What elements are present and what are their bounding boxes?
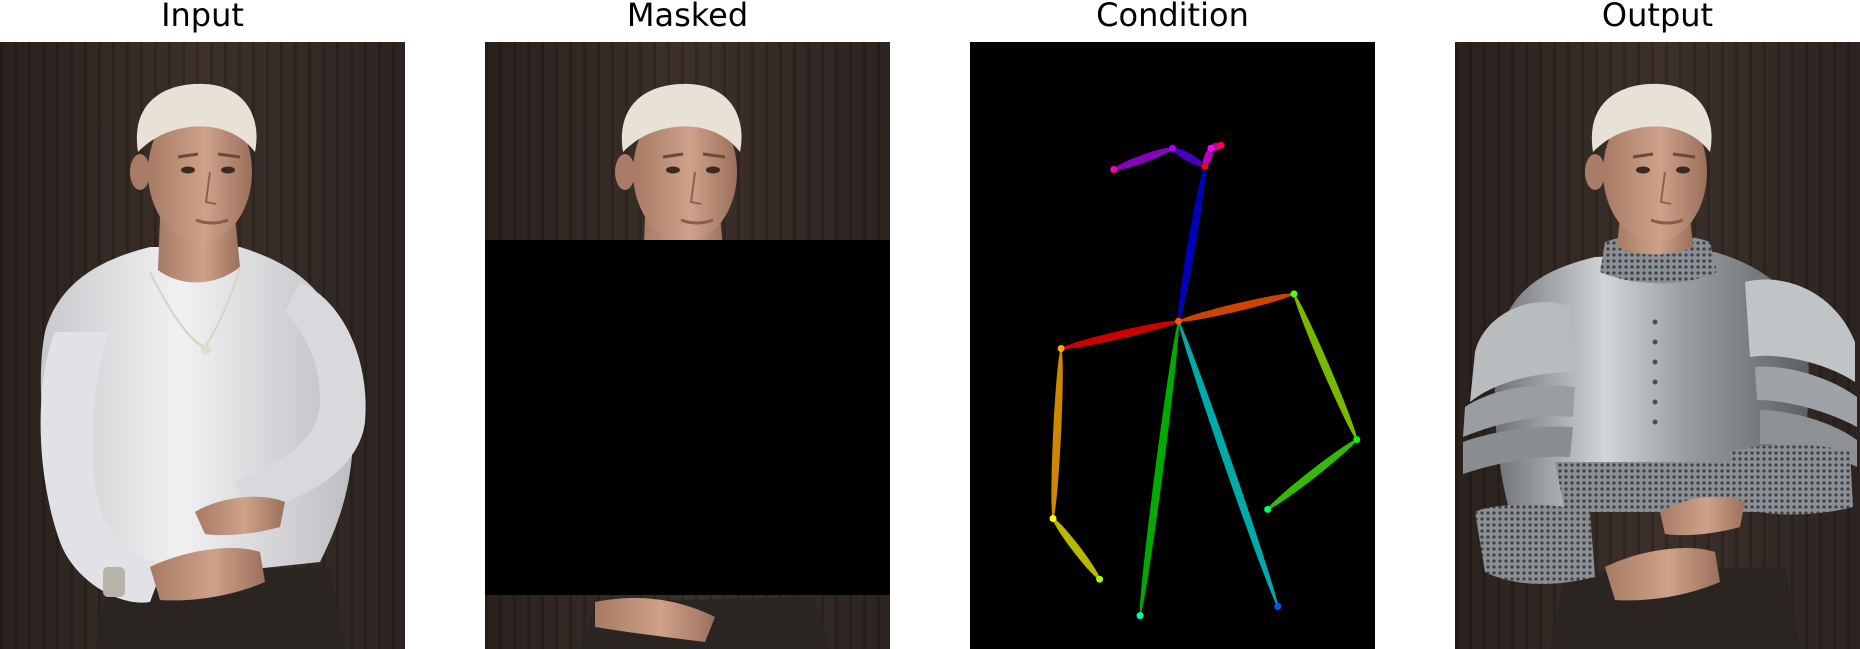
pose-joint-r_shoulder — [1057, 345, 1065, 353]
pose-limb-neck-l_shoulder — [1178, 293, 1295, 322]
pose-joint-l_eye — [1207, 144, 1215, 152]
mask-region — [485, 240, 890, 595]
panel-masked: Masked — [485, 0, 890, 649]
pose-joint-l_hip — [1274, 603, 1282, 611]
pose-limb-neck-r_hip — [1139, 321, 1179, 616]
panel-title-input: Input — [161, 0, 244, 34]
pose-joint-l_ear — [1217, 141, 1225, 149]
pose-limb-nose-l_eye — [1203, 148, 1213, 167]
panel-title-condition: Condition — [1096, 0, 1249, 34]
pose-joint-r_eye — [1169, 144, 1176, 152]
panel-title-masked: Masked — [626, 0, 749, 34]
pose-joint-l_elbow — [1353, 436, 1361, 444]
pose-joint-r_hip — [1136, 612, 1144, 620]
pose-limb-nose-r_eye — [1172, 147, 1206, 168]
pose-joint-r_elbow — [1049, 514, 1057, 522]
pose-joint-l_wrist — [1264, 505, 1272, 513]
panel-output: Output — [1455, 0, 1860, 649]
pose-limb-l_elbow-l_wrist — [1267, 439, 1357, 510]
pose-joint-r_wrist — [1096, 575, 1104, 583]
pose-joint-l_shoulder — [1290, 290, 1298, 298]
pose-joint-neck — [1175, 317, 1183, 325]
pose-limb-neck-nose — [1177, 166, 1206, 322]
pose-limb-r_eye-r_ear — [1113, 147, 1173, 171]
pose-limb-r_shoulder-r_elbow — [1051, 348, 1063, 519]
pose-limb-neck-l_hip — [1178, 321, 1278, 607]
pose-limb-l_shoulder-l_elbow — [1293, 293, 1357, 440]
output-photo — [1455, 42, 1860, 649]
panel-input: Input — [0, 0, 405, 649]
input-photo — [0, 42, 405, 649]
pose-skeleton — [970, 42, 1375, 649]
panel-condition: Condition — [970, 0, 1375, 649]
pose-limb-neck-r_shoulder — [1061, 320, 1179, 350]
pose-limb-r_elbow-r_wrist — [1052, 518, 1100, 580]
pose-joint-nose — [1201, 162, 1209, 170]
masked-photo — [485, 42, 890, 649]
pose-joint-r_ear — [1110, 165, 1118, 173]
panel-title-output: Output — [1601, 0, 1714, 34]
